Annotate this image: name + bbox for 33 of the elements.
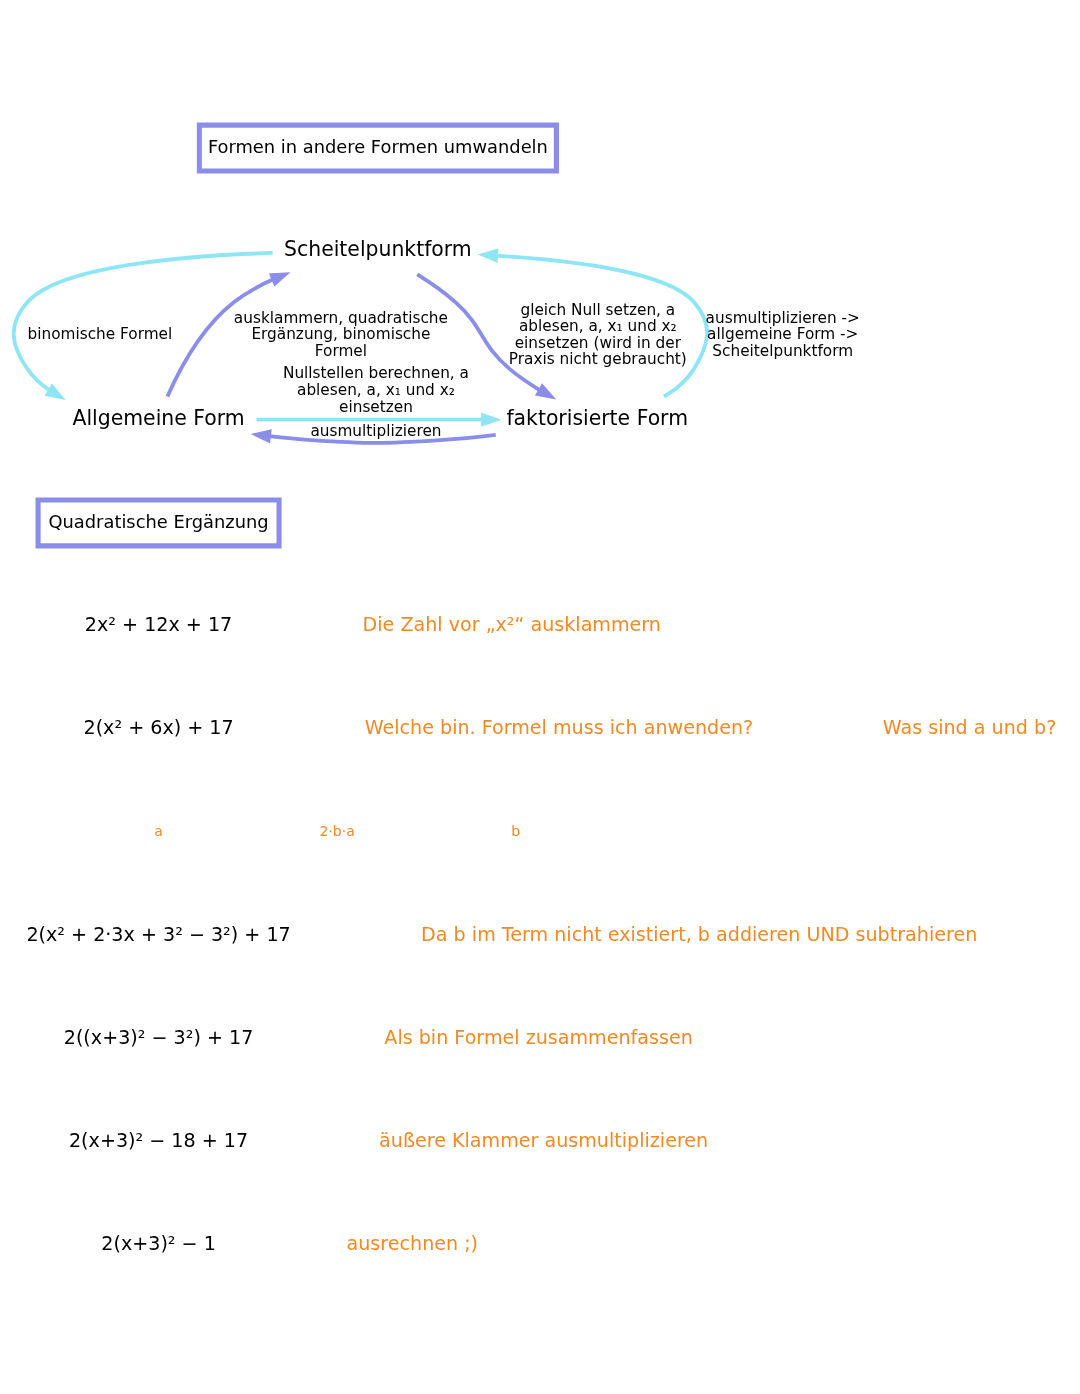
label: 2(x+3)² − 1 [101,1232,216,1256]
label: 2((x+3)² − 3²) + 17 [63,1025,254,1049]
node-box: Formen in andere Formen umwandeln [196,122,559,174]
label: ausrechnen ;) [346,1232,479,1256]
label: a [154,823,163,840]
node-text: Allgemeine Form [72,405,245,430]
label: 2·b·a [319,823,355,840]
label: Da b im Term nicht existiert, b addieren UND subtrahieren [421,922,978,946]
edge-label: gleich Null setzen, a ablesen, a, x₁ und x₂ einsetzen (wird in der Praxis nicht gebraucht) [508,300,687,369]
edge-label: ausmultiplizieren -> allgemeine Form -> Scheitelpunktform [705,308,860,361]
node-text: Scheitelpunktform [284,237,472,262]
edge-label: Nullstellen berechnen, a ablesen, a, x₁ und x₂ einsetzen [282,364,469,416]
label: b [511,823,521,840]
edge-label: ausmultiplizieren [310,421,442,440]
edge-label: ausklammern, quadratische Ergänzung, binomische Formel [233,308,448,361]
arrow [477,248,709,399]
arrow [11,250,273,401]
label: 2x² + 12x + 17 [84,612,233,636]
label: 2(x² + 2·3x + 3² − 3²) + 17 [26,922,291,946]
label: äußere Klammer ausmultiplizieren [379,1129,709,1153]
arrow [250,429,496,445]
edge-label: binomische Formel [27,325,173,344]
arrow [256,412,502,427]
label: 2(x+3)² − 18 + 17 [68,1129,249,1153]
label: Welche bin. Formel muss ich anwenden? [364,715,754,739]
node-text: faktorisierte Form [506,405,689,430]
node-box: Quadratische Ergänzung [35,497,282,549]
arrow [416,272,557,400]
arrow [165,272,291,398]
label: 2(x² + 6x) + 17 [83,715,234,739]
label: Die Zahl vor „x²“ ausklammern [362,612,661,636]
label: Als bin Formel zusammenfassen [384,1025,693,1049]
label: Was sind a und b? [882,715,1057,739]
